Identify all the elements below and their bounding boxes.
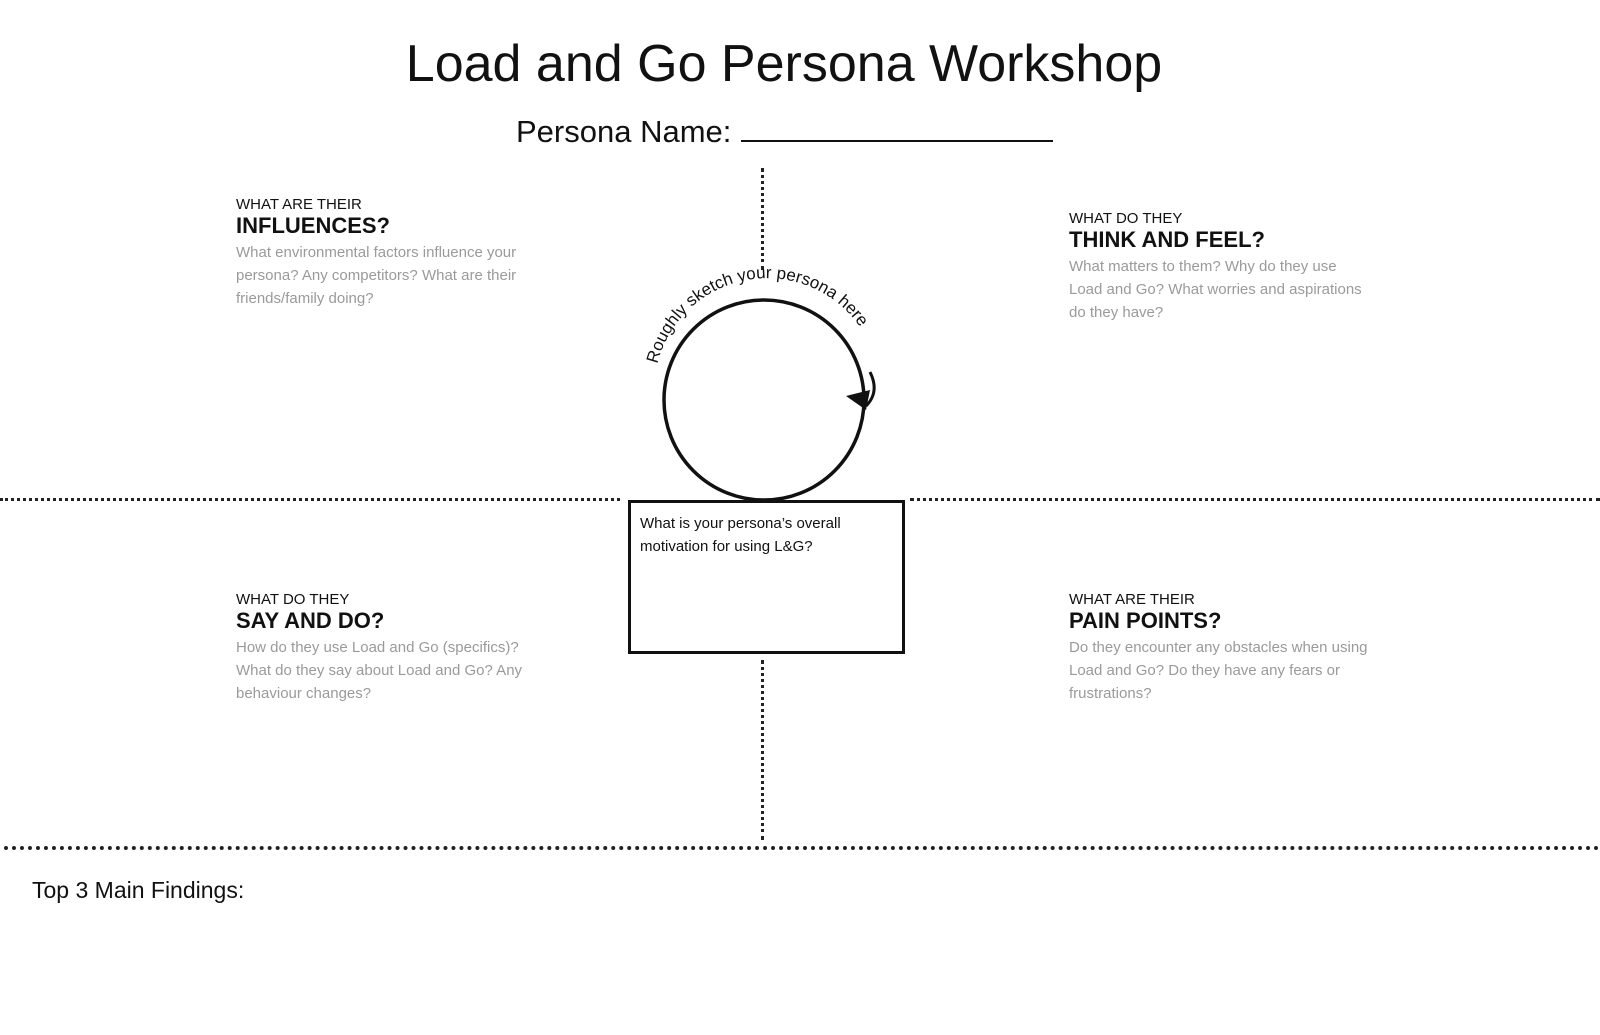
motivation-question: What is your persona’s overall motivatio…: [640, 515, 841, 555]
curved-arrow-icon: [846, 371, 876, 410]
quadrant-think-and-feel: WHAT DO THEY THINK AND FEEL? What matter…: [1069, 211, 1369, 324]
divider-vertical-top: [761, 168, 764, 270]
quadrant-heading: THINK AND FEEL?: [1069, 227, 1265, 252]
quadrant-description: What environmental factors influence you…: [236, 244, 517, 307]
page-title: Load and Go Persona Workshop: [405, 35, 1163, 93]
persona-name-label: Persona Name:: [516, 114, 732, 149]
persona-name-blank-line[interactable]: [741, 116, 1054, 142]
divider-vertical-bottom: [761, 660, 764, 840]
quadrant-kicker: WHAT ARE THEIR: [1069, 591, 1195, 608]
findings-label: Top 3 Main Findings:: [32, 877, 245, 903]
persona-name-field[interactable]: Persona Name:: [516, 114, 1054, 150]
divider-findings: [4, 846, 1600, 850]
quadrant-kicker: WHAT ARE THEIR: [236, 196, 362, 213]
quadrant-description: How do they use Load and Go (specifics)?…: [236, 639, 523, 702]
quadrant-kicker: WHAT DO THEY: [236, 591, 350, 608]
quadrant-kicker: WHAT DO THEY: [1069, 210, 1183, 227]
quadrant-say-and-do: WHAT DO THEY SAY AND DO? How do they use…: [236, 592, 536, 705]
quadrant-influences: WHAT ARE THEIR INFLUENCES? What environm…: [236, 197, 536, 310]
quadrant-description: What matters to them? Why do they use Lo…: [1069, 258, 1362, 321]
quadrant-heading: SAY AND DO?: [236, 608, 385, 633]
quadrant-pain-points: WHAT ARE THEIR PAIN POINTS? Do they enco…: [1069, 592, 1369, 705]
motivation-box[interactable]: What is your persona’s overall motivatio…: [628, 500, 905, 654]
divider-horizontal-right: [910, 498, 1600, 501]
quadrant-heading: INFLUENCES?: [236, 213, 390, 238]
sketch-circle: [662, 298, 866, 502]
quadrant-description: Do they encounter any obstacles when usi…: [1069, 639, 1368, 702]
persona-sketch-area[interactable]: Roughly sketch your persona here: [630, 262, 900, 512]
quadrant-heading: PAIN POINTS?: [1069, 608, 1222, 633]
divider-horizontal-left: [0, 498, 620, 501]
